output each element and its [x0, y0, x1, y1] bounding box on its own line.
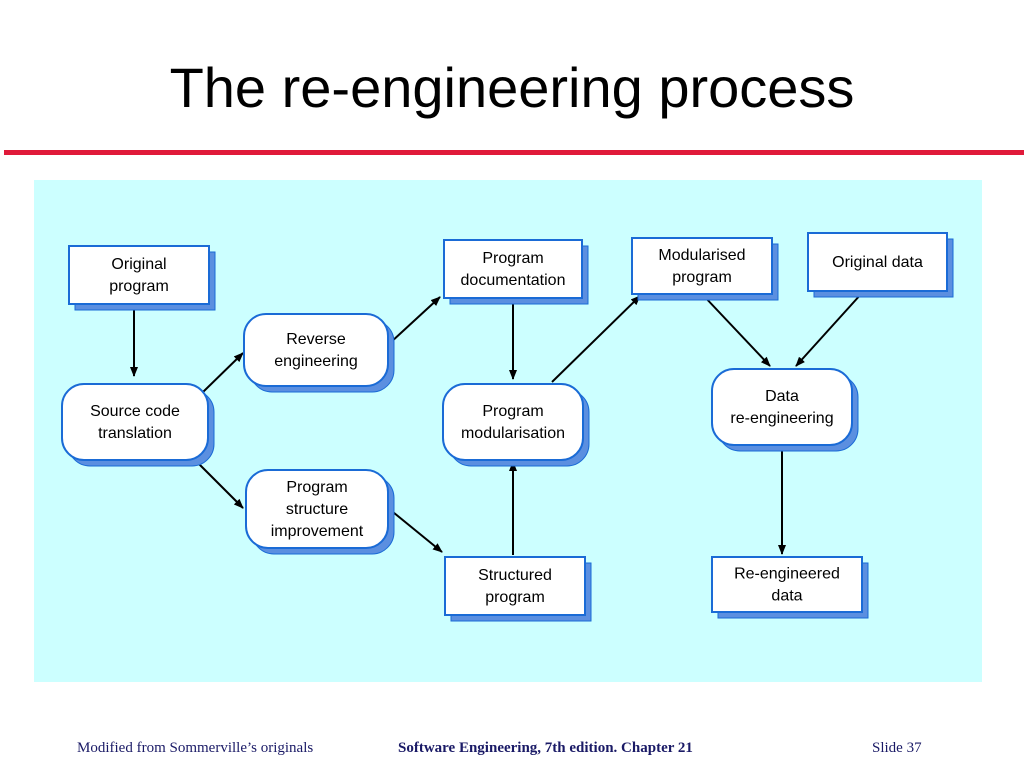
node-label-line: structure: [286, 501, 348, 518]
arrow-source-code-translation-to-program-structure-improvement: [192, 457, 244, 509]
node-label-line: Original data: [832, 254, 923, 271]
node-label-line: engineering: [274, 353, 358, 370]
node-source-code-translation: Source code translation: [61, 383, 215, 467]
node-program-modularisation: Program modularisation: [442, 383, 590, 467]
arrow-program-modularisation-to-modularised-program: [551, 295, 641, 383]
title-divider: [4, 150, 1024, 155]
node-label-line: documentation: [461, 272, 566, 289]
node-label-line: Source code: [90, 403, 180, 420]
node-modularised-program: Modularised program: [631, 237, 779, 301]
process-box: [245, 469, 389, 549]
footer-book-title: Software Engineering, 7th edition. Chapt…: [398, 740, 693, 756]
node-label-line: program: [672, 269, 732, 286]
node-program-documentation: Program documentation: [443, 239, 589, 305]
slide-title: The re-engineering process: [169, 56, 855, 119]
node-structured-program: Structured program: [444, 556, 592, 622]
node-label-line: Program: [482, 250, 543, 267]
arrow-modularised-program-to-data-re-engineering: [701, 293, 771, 367]
arrow-program-structure-improvement-to-structured-program: [387, 507, 443, 553]
node-label-line: program: [109, 278, 169, 295]
node-label-line: Structured: [478, 567, 552, 584]
node-original-data: Original data: [807, 232, 954, 298]
node-label-line: Reverse: [286, 331, 346, 348]
data-box: [631, 237, 773, 295]
node-re-engineered-data: Re-engineered data: [711, 556, 869, 619]
data-box: [443, 239, 583, 299]
node-label-line: Program: [286, 479, 347, 496]
footer-slide-number: Slide 37: [872, 740, 922, 756]
data-box: [444, 556, 586, 616]
process-box: [711, 368, 853, 446]
node-label-line: Original: [111, 256, 166, 273]
node-label-line: program: [485, 589, 545, 606]
node-label-line: data: [771, 588, 802, 605]
node-label-line: modularisation: [461, 425, 565, 442]
node-label-line: Re-engineered: [734, 566, 840, 583]
node-original-program: Original program: [68, 245, 216, 311]
node-program-structure-improvement: Program structure improvement: [245, 469, 395, 555]
footer-attribution: Modified from Sommerville’s originals: [77, 740, 314, 756]
data-box: [807, 232, 948, 292]
arrow-source-code-translation-to-reverse-engineering: [202, 352, 244, 393]
process-box: [243, 313, 389, 387]
process-box: [442, 383, 584, 461]
node-label-line: Program: [482, 403, 543, 420]
node-label-line: improvement: [271, 523, 364, 540]
arrow-reverse-engineering-to-program-documentation: [389, 296, 441, 344]
node-data-re-engineering: Data re-engineering: [711, 368, 859, 452]
process-box: [61, 383, 209, 461]
data-box: [711, 556, 863, 613]
node-label-line: translation: [98, 425, 172, 442]
node-label-line: re-engineering: [730, 410, 833, 427]
node-label-line: Modularised: [658, 247, 745, 264]
data-box: [68, 245, 210, 305]
node-label-line: Data: [765, 388, 799, 405]
arrow-original-data-to-data-re-engineering: [795, 292, 863, 367]
node-reverse-engineering: Reverse engineering: [243, 313, 395, 393]
